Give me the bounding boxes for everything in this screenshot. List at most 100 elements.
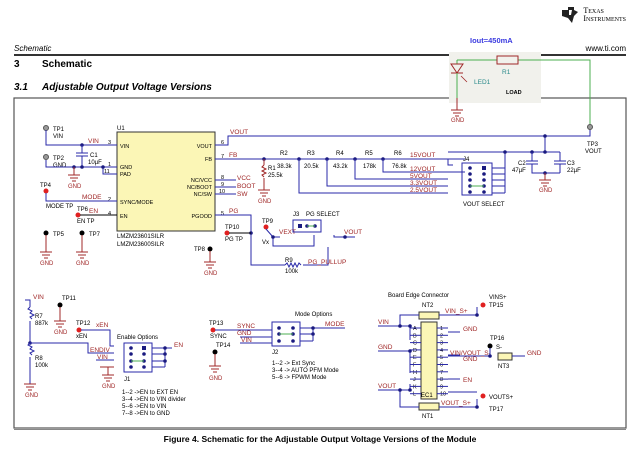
svg-text:TP8: TP8 bbox=[194, 247, 206, 253]
svg-text:1--2 -> Ext Sync: 1--2 -> Ext Sync bbox=[272, 361, 315, 367]
gnd-icon bbox=[100, 366, 114, 382]
svg-text:PG TP: PG TP bbox=[225, 237, 243, 243]
svg-text:FB: FB bbox=[205, 157, 212, 163]
svg-text:TP7: TP7 bbox=[89, 232, 101, 238]
svg-text:9: 9 bbox=[221, 182, 224, 188]
tp2-testpoint[interactable] bbox=[43, 154, 49, 160]
tp16-testpoint[interactable] bbox=[487, 343, 493, 349]
svg-text:NT2: NT2 bbox=[422, 303, 434, 309]
c1-capacitor bbox=[76, 145, 88, 167]
j4-header bbox=[461, 162, 493, 196]
svg-text:43.2k: 43.2k bbox=[333, 164, 349, 170]
svg-text:8: 8 bbox=[221, 175, 224, 181]
tp8-testpoint[interactable] bbox=[207, 246, 213, 252]
svg-text:EC1: EC1 bbox=[421, 393, 433, 399]
svg-text:PG SELECT: PG SELECT bbox=[306, 212, 340, 218]
svg-text:38.3k: 38.3k bbox=[277, 164, 293, 170]
svg-text:GND: GND bbox=[40, 261, 54, 267]
gnd-icon bbox=[204, 251, 216, 269]
c2-c3-capacitors bbox=[526, 152, 566, 174]
load-label: LOAD bbox=[506, 90, 522, 96]
tp11-testpoint[interactable] bbox=[57, 302, 63, 308]
svg-text:TP6: TP6 bbox=[77, 207, 89, 213]
r1-load-resistor bbox=[496, 55, 519, 65]
ti-logo: Texas Instruments bbox=[560, 6, 626, 24]
r9-resistor bbox=[284, 261, 302, 269]
ec1-pin-1: 1 bbox=[440, 326, 443, 332]
svg-text:FB: FB bbox=[229, 152, 237, 159]
r8-resistor bbox=[27, 342, 36, 356]
ec1-pin-C: C bbox=[413, 341, 417, 347]
website-link[interactable]: www.ti.com bbox=[585, 44, 626, 53]
svg-text:12VOUT: 12VOUT bbox=[410, 166, 435, 173]
svg-text:100k: 100k bbox=[35, 363, 49, 369]
svg-text:GND: GND bbox=[258, 199, 272, 205]
tp15-testpoint[interactable] bbox=[480, 302, 486, 308]
svg-text:GND: GND bbox=[68, 184, 82, 190]
ti-logo-icon bbox=[562, 7, 579, 23]
svg-text:GND: GND bbox=[204, 271, 218, 277]
svg-text:VIN: VIN bbox=[241, 337, 252, 344]
tp5-testpoint[interactable] bbox=[43, 230, 49, 236]
svg-text:NC/BOOT: NC/BOOT bbox=[187, 185, 213, 191]
svg-text:VINS+: VINS+ bbox=[489, 295, 507, 301]
svg-text:3--4 ->EN to VIN divider: 3--4 ->EN to VIN divider bbox=[122, 397, 186, 403]
u1-left-wiring: TP1 VIN VIN C1 10µF TP2 GND GND TP4 MODE… bbox=[40, 125, 117, 267]
tp12-testpoint[interactable] bbox=[76, 327, 82, 333]
svg-text:LMZM23600SILR: LMZM23600SILR bbox=[117, 242, 165, 248]
mode-options: TP13 SYNC SYNC GND VIN TP14 GND Mode Opt… bbox=[209, 312, 345, 382]
nt3-net-tie bbox=[497, 352, 513, 361]
svg-text:10: 10 bbox=[219, 189, 225, 195]
svg-text:3: 3 bbox=[108, 140, 111, 146]
tp6-testpoint[interactable] bbox=[75, 212, 81, 218]
tp3-testpoint[interactable] bbox=[587, 124, 593, 130]
tp7-testpoint[interactable] bbox=[79, 230, 85, 236]
gnd-icon bbox=[24, 383, 36, 391]
ec1-pin-L: L bbox=[413, 392, 416, 398]
svg-text:5VOUT: 5VOUT bbox=[410, 173, 432, 180]
board-edge-connector: Board Edge Connector NT2 EC1 NT1 ABCDEFH… bbox=[378, 293, 542, 420]
figure-caption: Figure 4. Schematic for the Adjustable O… bbox=[163, 434, 477, 444]
svg-text:NC/VCC: NC/VCC bbox=[191, 178, 212, 184]
nt1-net-tie bbox=[418, 402, 440, 411]
svg-text:R3: R3 bbox=[307, 151, 315, 157]
tp9-testpoint[interactable] bbox=[263, 224, 269, 230]
svg-text:VOUT: VOUT bbox=[197, 144, 213, 150]
svg-text:SW: SW bbox=[237, 191, 248, 198]
tp14-testpoint[interactable] bbox=[212, 349, 218, 355]
svg-text:J3: J3 bbox=[293, 212, 300, 218]
tp17-testpoint[interactable] bbox=[480, 393, 486, 399]
svg-text:2: 2 bbox=[108, 197, 111, 203]
svg-text:GND: GND bbox=[53, 163, 67, 169]
svg-text:Board Edge Connector: Board Edge Connector bbox=[388, 293, 449, 299]
svg-text:TP5: TP5 bbox=[53, 232, 65, 238]
svg-text:EN: EN bbox=[174, 342, 183, 349]
ec1-pin-8: 8 bbox=[440, 377, 443, 383]
svg-text:TP17: TP17 bbox=[489, 407, 504, 413]
header-rule bbox=[14, 54, 626, 56]
tp10-testpoint[interactable] bbox=[224, 230, 230, 236]
tp1-testpoint[interactable] bbox=[43, 125, 49, 131]
tp13-testpoint[interactable] bbox=[210, 327, 216, 333]
svg-text:20.5k: 20.5k bbox=[304, 164, 320, 170]
svg-text:VOUT SELECT: VOUT SELECT bbox=[463, 202, 505, 208]
u1-ic: U1 LMZM23601SILR LMZM23600SILR VIN GND P… bbox=[104, 126, 225, 248]
svg-text:TP13: TP13 bbox=[209, 321, 224, 327]
gnd-icon bbox=[209, 354, 221, 373]
ec1-pin-5: 5 bbox=[440, 355, 443, 361]
svg-text:GND: GND bbox=[76, 261, 90, 267]
svg-text:J4: J4 bbox=[463, 157, 470, 163]
svg-text:25.5k: 25.5k bbox=[268, 173, 284, 179]
tp4-testpoint[interactable] bbox=[43, 188, 49, 194]
svg-text:xEN: xEN bbox=[76, 334, 87, 340]
svg-text:GND: GND bbox=[120, 165, 132, 171]
svg-text:C1: C1 bbox=[90, 153, 98, 159]
svg-text:PAD: PAD bbox=[120, 172, 131, 178]
r1-resistor bbox=[258, 159, 270, 197]
svg-text:GND: GND bbox=[463, 326, 478, 333]
svg-text:22µF: 22µF bbox=[567, 168, 581, 174]
subsection-number: 3.1 bbox=[14, 82, 28, 93]
svg-text:VOUT: VOUT bbox=[378, 383, 396, 390]
svg-text:MODE: MODE bbox=[82, 194, 102, 201]
ec1-pin-2: 2 bbox=[440, 333, 443, 339]
